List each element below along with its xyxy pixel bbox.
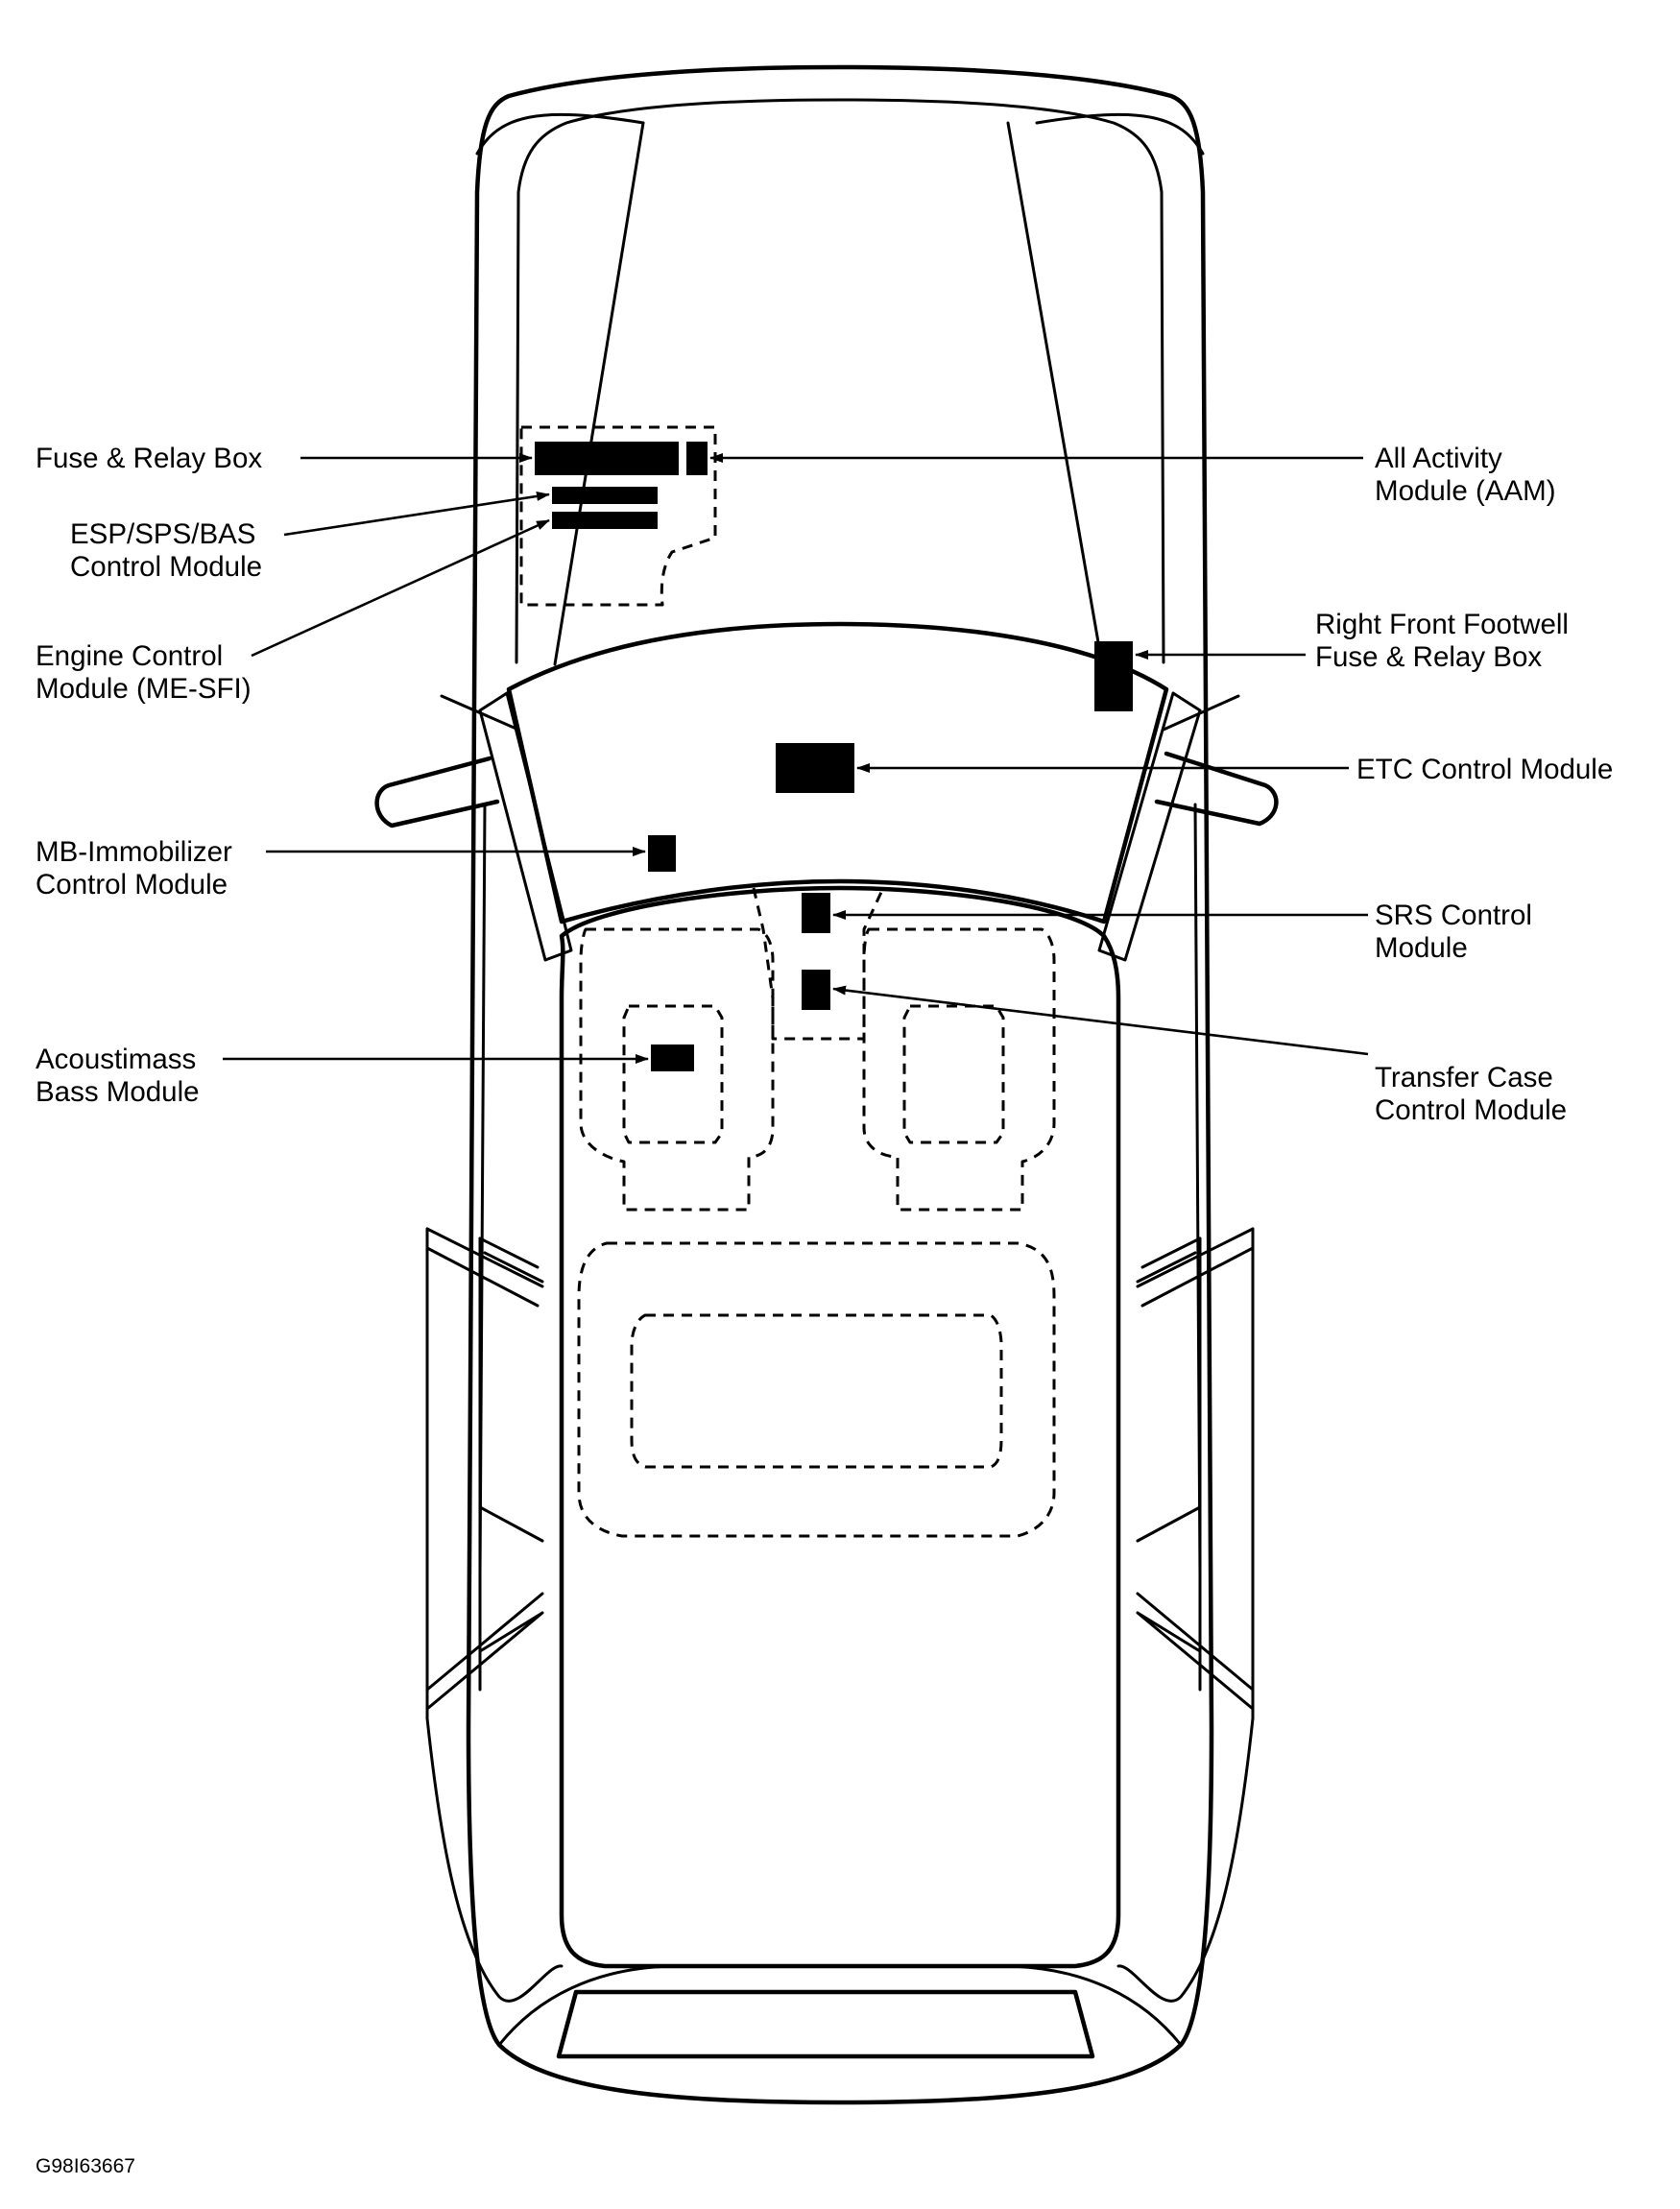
mirror-right [1154,751,1279,827]
label-etc-control: ETC Control Module [1356,754,1613,785]
b-pillar-left [425,1227,544,1308]
label-transfer-case-line2: Control Module [1375,1094,1567,1126]
c-pillar-left [425,1505,544,1711]
rear-seat-cushion [630,1313,1003,1469]
srs-control-module-block[interactable] [802,893,830,933]
center-console [752,887,885,1041]
leader-esp-sps-bas [283,492,550,537]
label-esp-sps-bas-line2: Control Module [70,551,262,583]
sill-right [1198,1227,1255,1720]
component-labels: Fuse & Relay Box ESP/SPS/BAS Control Mod… [36,443,1613,1126]
leader-lines [223,453,1369,1064]
mirror-left [374,756,500,828]
label-mb-immobilizer-line2: Control Module [36,869,228,900]
fuse-relay-box-module[interactable] [535,442,679,475]
rear-window [556,1989,1095,2059]
rear-quarter-right [1116,1717,1255,2003]
right-front-footwell-fuse-block[interactable] [1094,641,1133,711]
windshield-frame-right [1097,691,1202,962]
label-fuse-relay-box: Fuse & Relay Box [36,443,262,474]
figure-code: G98I63667 [36,2155,135,2177]
rear-quarter-left [425,1717,564,2003]
mb-immobilizer-block[interactable] [648,835,676,872]
b-pillar-right [1136,1227,1255,1308]
leader-transfer-case [832,985,1369,1056]
etc-control-module-block[interactable] [776,743,854,793]
cabin-roof [559,885,1121,1969]
front-seat-right-cushion [902,1004,1005,1144]
vehicle-outer-body [466,64,1214,2105]
label-engine-control-line1: Engine Control [36,640,223,672]
a-pillar-left [553,121,645,666]
acoustimass-bass-module-block[interactable] [651,1044,694,1071]
front-bumper-right [1035,112,1205,156]
transfer-case-module-block[interactable] [802,970,830,1010]
label-engine-control-line2: Module (ME-SFI) [36,673,252,705]
engine-control-module-block[interactable] [552,512,658,529]
rear-trunk [497,1964,1183,2047]
esp-sps-bas-module-block[interactable] [552,487,658,504]
hood-outline [515,98,1165,664]
a-pillar-right [1006,121,1104,666]
label-esp-sps-bas-line1: ESP/SPS/BAS [70,518,255,550]
front-bumper-left [475,112,645,156]
front-seat-right [862,927,1056,1212]
sill-left [425,1227,482,1720]
rear-seat [577,1241,1056,1538]
module-blocks [535,442,1133,1071]
all-activity-module-block[interactable] [686,442,708,475]
vehicle-outline [374,64,1279,2105]
windshield-frame-left [478,691,573,962]
label-acoustimass-line2: Bass Module [36,1076,200,1108]
interior-dashed [519,425,1056,1538]
windshield [506,621,1169,924]
label-acoustimass-line1: Acoustimass [36,1044,196,1075]
front-seat-left [579,927,775,1212]
leader-engine-control [251,518,550,658]
label-transfer-case-line1: Transfer Case [1375,1062,1553,1093]
front-seat-left-cushion [622,1004,724,1144]
label-srs-control-line1: SRS Control [1375,900,1532,931]
c-pillar-right [1136,1505,1255,1711]
label-srs-control-line2: Module [1375,932,1468,964]
label-right-front-footwell-line2: Fuse & Relay Box [1315,641,1542,673]
engine-compartment-area [519,425,717,607]
label-all-activity-line2: Module (AAM) [1375,475,1556,507]
label-all-activity-line1: All Activity [1375,443,1502,474]
label-right-front-footwell-line1: Right Front Footwell [1315,609,1569,640]
label-mb-immobilizer-line1: MB-Immobilizer [36,836,232,868]
